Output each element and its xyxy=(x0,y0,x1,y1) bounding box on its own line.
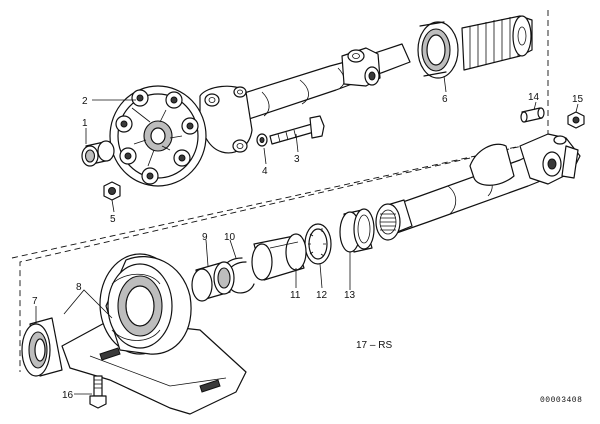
part-6-bearing-ring xyxy=(417,21,459,79)
part-11-dust-cap xyxy=(251,233,307,281)
callout-16: 16 xyxy=(62,390,74,401)
callout-3: 3 xyxy=(294,154,300,165)
callout-6: 6 xyxy=(442,94,448,105)
part-4-washer xyxy=(256,133,268,147)
callout-1: 1 xyxy=(82,118,88,129)
callout-12: 12 xyxy=(316,290,328,301)
callout-13: 13 xyxy=(344,290,356,301)
callout-8: 8 xyxy=(76,282,82,293)
front-yoke-spline-stub xyxy=(461,15,533,71)
part-3-bolt xyxy=(269,115,325,145)
part-16-bolt xyxy=(89,375,107,409)
rear-shaft-tube xyxy=(379,133,581,237)
callout-11: 11 xyxy=(290,290,301,301)
part-12-seal xyxy=(304,223,332,265)
callout-15: 15 xyxy=(572,94,584,105)
part-14-bolt xyxy=(520,107,545,123)
callout-7: 7 xyxy=(32,296,38,307)
part-8-center-support-bearing xyxy=(61,253,247,415)
part-15-nut xyxy=(567,111,585,129)
callout-10: 10 xyxy=(224,232,236,243)
callout-4: 4 xyxy=(262,166,268,177)
part-13-ring xyxy=(339,208,375,253)
section-boundary-lines xyxy=(11,10,549,372)
part-7-bearing-ring xyxy=(21,317,63,377)
leader-lines xyxy=(35,75,579,395)
callout-2: 2 xyxy=(82,96,88,107)
shaft-flange-front xyxy=(199,85,253,154)
part-2-flex-disc xyxy=(109,85,207,187)
sliding-spline-sleeve xyxy=(375,199,413,241)
callout-5: 5 xyxy=(110,214,116,225)
front-shaft-tube xyxy=(221,43,411,125)
document-number: 00003408 xyxy=(540,396,582,405)
callout-labels: 2 1 5 4 3 6 14 15 9 10 11 12 13 8 7 16 xyxy=(32,92,584,401)
callout-9: 9 xyxy=(202,232,208,243)
group-reference-label: 17 – RS xyxy=(356,340,392,351)
part-5-nut xyxy=(103,181,121,201)
callout-14: 14 xyxy=(528,92,540,103)
part-1-centering-sleeve xyxy=(81,140,115,167)
part-9-bearing xyxy=(191,261,235,302)
